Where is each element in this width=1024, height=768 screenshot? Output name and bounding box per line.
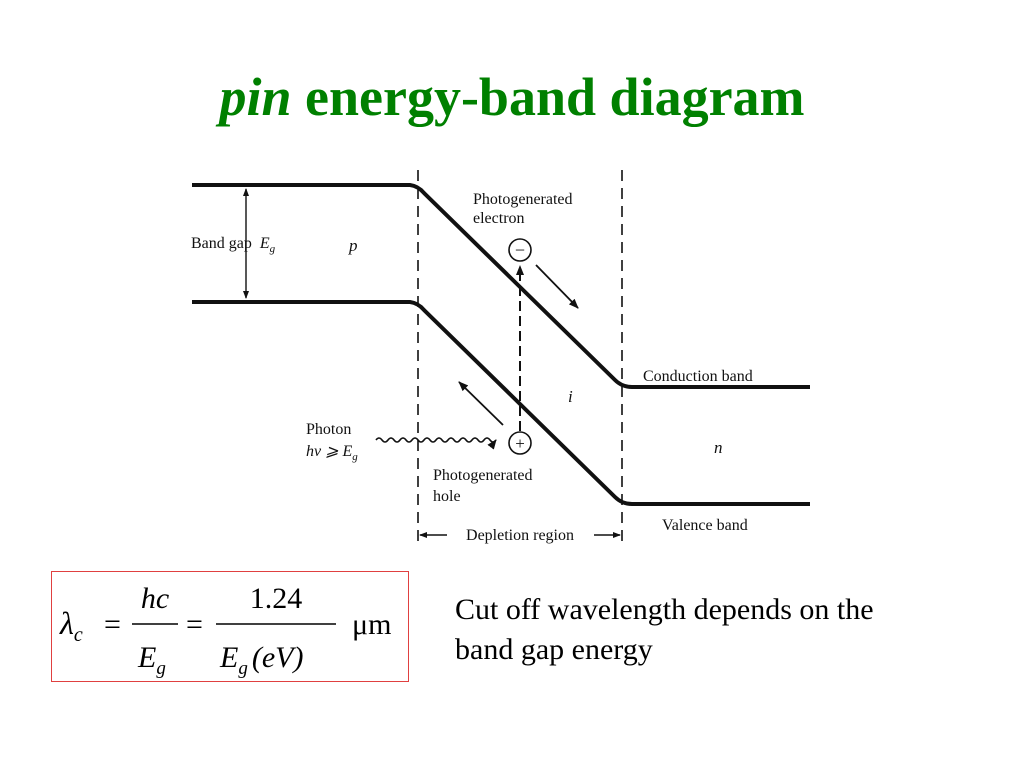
electron-label: Photogenerated electron [473, 191, 577, 227]
cutoff-note: Cut off wavelength depends on the band g… [455, 590, 975, 670]
cutoff-wavelength-formula: λc = hc Eg = 1.24 Eg(eV) μm [51, 571, 409, 682]
photon-label: Photon [306, 421, 351, 438]
formula-den-1: Eg [137, 641, 166, 679]
formula-num-1: hc [141, 582, 169, 615]
valence-band-label: Valence band [662, 517, 748, 534]
formula-svg: λc = hc Eg = 1.24 Eg(eV) μm [59, 582, 391, 679]
formula-equals-2: = [186, 608, 203, 641]
hole-drift-arrow [458, 381, 504, 426]
formula-unit: μm [352, 608, 391, 641]
electron-circle [508, 238, 532, 262]
note-line-1: Cut off wavelength depends on the [455, 593, 874, 626]
formula-den-2: Eg(eV) [219, 641, 303, 679]
band-gap-label: Band gap Eg [191, 235, 276, 255]
valence-band-line [192, 300, 810, 506]
conduction-band-label: Conduction band [643, 368, 753, 385]
formula-lambda: λc [59, 605, 83, 646]
i-region-label: i [568, 387, 573, 406]
depletion-region-label: Depletion region [466, 527, 574, 544]
hole-sign: + [515, 434, 525, 453]
hole-label: Photogenerated hole [433, 467, 537, 505]
n-region-label: n [714, 438, 723, 457]
hole-circle [508, 431, 532, 455]
formula-equals-1: = [104, 608, 121, 641]
title-rest: energy-band diagram [291, 67, 805, 127]
electron-drift-arrow [535, 264, 579, 309]
photon-energy-label: hν ⩾ Eg [306, 443, 358, 463]
title-italic: pin [219, 67, 292, 127]
electron-sign: − [515, 240, 525, 260]
formula-num-2: 1.24 [250, 582, 303, 615]
page-title: pin energy-band diagram [0, 62, 1024, 132]
note-line-2: band gap energy [455, 633, 653, 666]
p-region-label: p [348, 236, 358, 255]
photon-wave [375, 437, 497, 450]
